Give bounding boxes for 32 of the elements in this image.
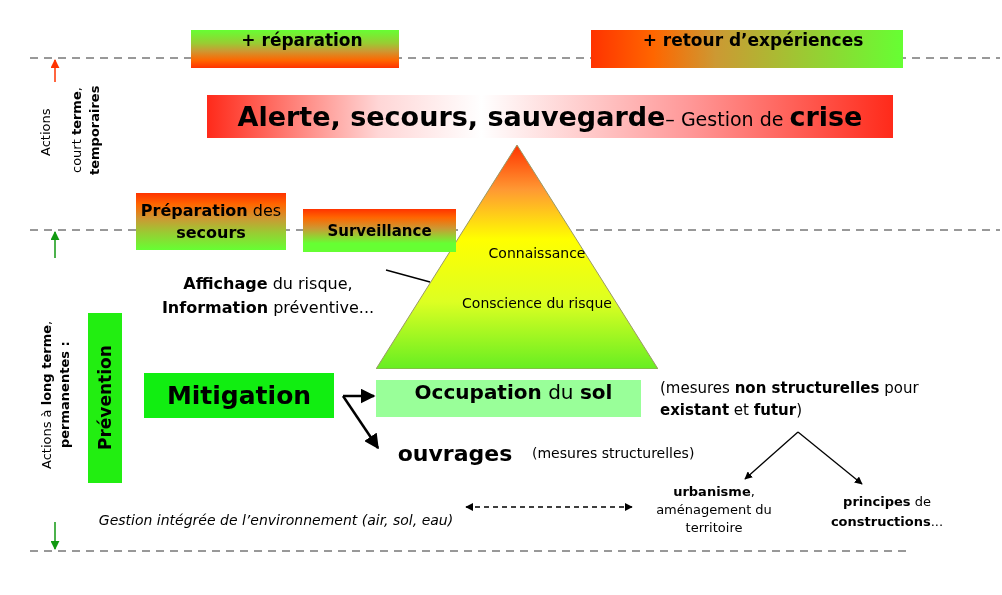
vertical-box	[88, 313, 122, 483]
arrow	[465, 503, 633, 511]
leader-line	[385, 269, 431, 283]
gradient-box	[303, 209, 456, 252]
box-label: + réparation	[241, 30, 363, 50]
gradient-box	[136, 193, 286, 250]
category-box	[376, 380, 641, 417]
box-label: Surveillance	[327, 221, 432, 240]
arrow	[341, 395, 380, 450]
box-label: Mitigation	[166, 381, 312, 410]
annotation-text: Affichage du risque, Information préventive...	[160, 273, 376, 319]
pyramid-label: Connaissance	[487, 245, 587, 261]
box-label: Alerte, secours, sauvegarde– Gestion de crise	[237, 101, 863, 132]
box-label: Occupation du sol	[414, 380, 613, 404]
arrow	[744, 431, 799, 480]
box-label: + retour d’expériences	[642, 30, 864, 50]
note-text: Gestion intégrée de l’environnement (air, sol, eau)	[98, 511, 454, 530]
arrow	[343, 388, 376, 404]
bold-text: ouvrages	[397, 440, 513, 466]
note-text: (mesures structurelles)	[532, 445, 696, 463]
title-banner	[207, 95, 893, 138]
category-box	[144, 373, 334, 418]
note-text: (mesures non structurelles pour existant et futur)	[660, 378, 920, 421]
pyramid-label: Conscience du risque	[461, 295, 613, 311]
arrow	[797, 431, 863, 485]
note-text: urbanisme, aménagement du territoire	[655, 483, 773, 537]
banner-box	[591, 30, 903, 68]
box-label: Préparation des secours	[139, 199, 283, 244]
box-label: Prévention	[95, 345, 115, 451]
banner-box	[191, 30, 399, 68]
note-text: principes de constructions...	[829, 493, 945, 531]
axis-label: Actions	[38, 107, 54, 159]
